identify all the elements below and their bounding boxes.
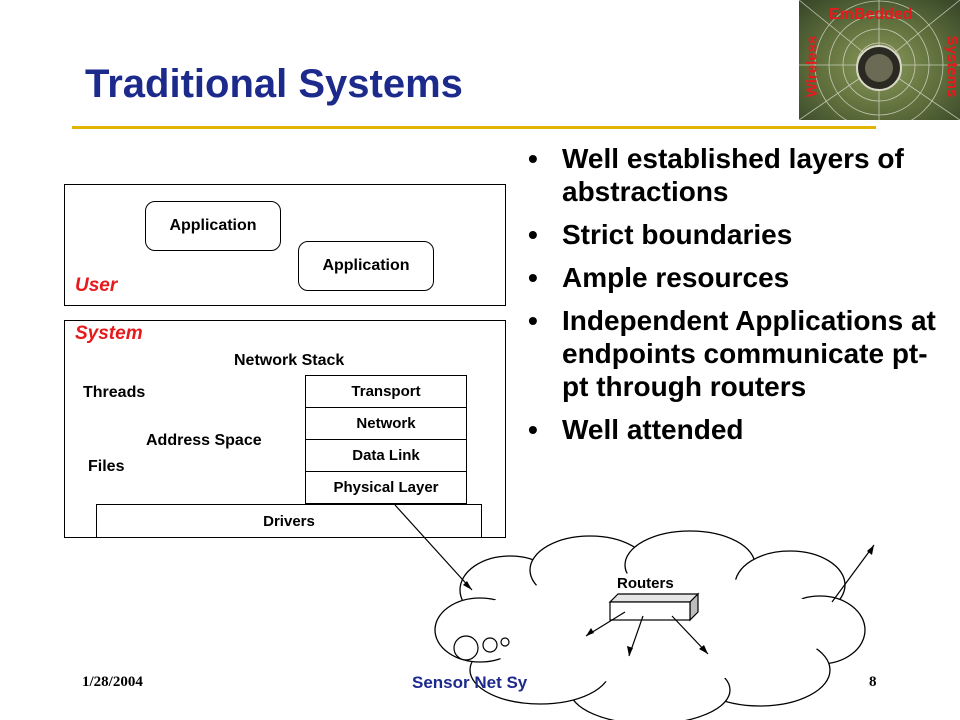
system-label: System — [75, 323, 143, 344]
bullet-item: •Well attended — [528, 414, 744, 445]
physical-layer: Physical Layer — [305, 471, 467, 504]
footer-date: 1/28/2004 — [82, 674, 143, 690]
routers-label: Routers — [617, 575, 674, 592]
transport-layer: Transport — [305, 375, 467, 408]
threads-label: Threads — [83, 384, 146, 401]
application-box-2: Application — [298, 241, 434, 291]
bullet-item: •Well established layers of abstractions — [528, 143, 904, 207]
footer-title: Sensor Net Sy — [412, 673, 528, 692]
slide-title: Traditional Systems — [85, 62, 463, 106]
address-space-label: Address Space — [146, 432, 262, 449]
bullet-list: •Well established layers of abstractions… — [528, 142, 938, 456]
files-label: Files — [88, 458, 125, 475]
title-underline — [72, 126, 876, 129]
spiderweb-logo-graphic — [799, 0, 960, 120]
footer-page-number: 8 — [869, 674, 877, 690]
bullet-item: •Independent Applications at endpoints c… — [528, 305, 936, 402]
user-label: User — [75, 275, 118, 296]
bullet-item: •Strict boundaries — [528, 219, 793, 250]
application-box-1: Application — [145, 201, 281, 251]
bullet-item: •Ample resources — [528, 262, 790, 293]
drivers-box: Drivers — [96, 504, 482, 538]
embedded-systems-logo: EmBedded Wireless Systems — [799, 0, 960, 120]
logo-text-embedded: EmBedded — [829, 6, 913, 23]
network-stack-label: Network Stack — [234, 352, 345, 369]
